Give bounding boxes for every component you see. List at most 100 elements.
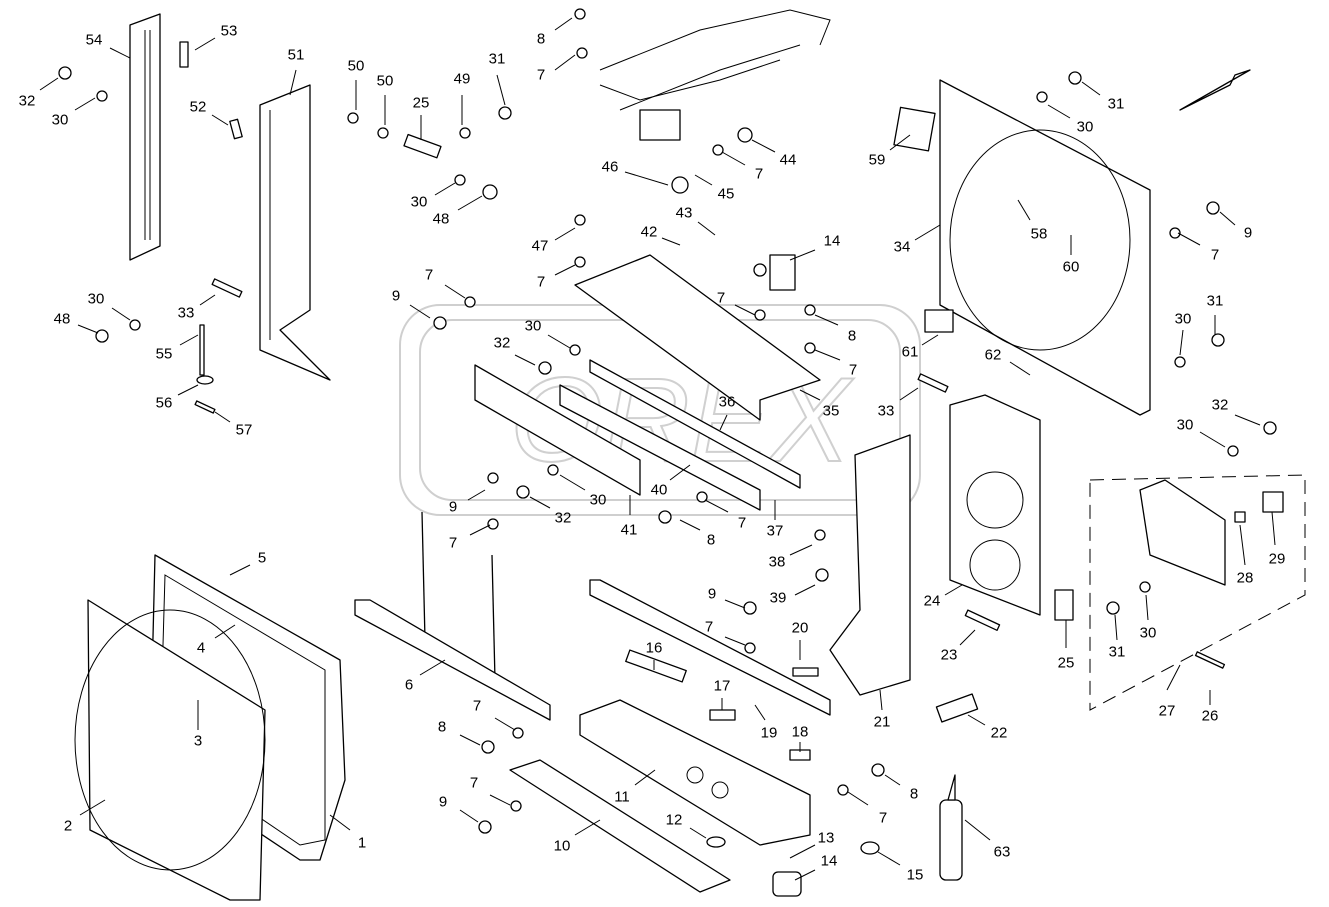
part-label-30: 30 bbox=[1140, 625, 1157, 642]
leader-line bbox=[74, 97, 96, 111]
part-label-22: 22 bbox=[991, 725, 1008, 742]
part-label-12: 12 bbox=[666, 812, 683, 829]
leader-line bbox=[214, 624, 236, 639]
leader-line bbox=[944, 584, 963, 596]
part-label-24: 24 bbox=[924, 593, 941, 610]
leader-line bbox=[1199, 431, 1226, 448]
part-label-32: 32 bbox=[19, 93, 36, 110]
part-label-9: 9 bbox=[708, 586, 716, 603]
leader-line bbox=[459, 734, 481, 746]
part-label-30: 30 bbox=[411, 194, 428, 211]
tray-11 bbox=[579, 699, 811, 846]
dashed-box-27 bbox=[1089, 474, 1306, 711]
part-label-8: 8 bbox=[438, 719, 446, 736]
part-label-7: 7 bbox=[425, 267, 433, 284]
leader-line bbox=[111, 307, 131, 321]
leader-line bbox=[679, 519, 701, 531]
leader-line bbox=[754, 704, 766, 721]
leader-line bbox=[554, 17, 573, 31]
upright-51 bbox=[259, 84, 331, 381]
part-label-2: 2 bbox=[64, 818, 72, 835]
part-label-31: 31 bbox=[1207, 293, 1224, 310]
leader-line bbox=[194, 37, 216, 51]
part-label-7: 7 bbox=[473, 698, 481, 715]
part-label-18: 18 bbox=[792, 724, 809, 741]
part-label-31: 31 bbox=[1109, 644, 1126, 661]
leader-line bbox=[289, 69, 297, 96]
part-label-14: 14 bbox=[824, 233, 841, 250]
leader-line bbox=[1219, 211, 1236, 226]
leader-line bbox=[959, 629, 976, 646]
part-label-34: 34 bbox=[894, 239, 911, 256]
part-label-48: 48 bbox=[54, 311, 71, 328]
part-label-7: 7 bbox=[717, 290, 725, 307]
part-label-41: 41 bbox=[621, 522, 638, 539]
leader-line bbox=[964, 819, 991, 841]
leader-line bbox=[1177, 232, 1201, 246]
part-label-42: 42 bbox=[641, 224, 658, 241]
small-parts bbox=[179, 41, 1284, 897]
leader-line bbox=[444, 284, 466, 299]
part-label-52: 52 bbox=[190, 99, 207, 116]
member-19 bbox=[589, 579, 831, 716]
part-label-40: 40 bbox=[651, 482, 668, 499]
leader-line bbox=[489, 794, 511, 806]
part-label-7: 7 bbox=[470, 775, 478, 792]
support-35 bbox=[574, 254, 821, 421]
part-label-20: 20 bbox=[792, 620, 809, 637]
leader-line bbox=[724, 636, 746, 646]
part-label-43: 43 bbox=[676, 205, 693, 222]
guard-28 bbox=[1139, 479, 1226, 586]
part-label-9: 9 bbox=[449, 499, 457, 516]
leader-line bbox=[109, 47, 131, 59]
leader-line bbox=[1009, 361, 1031, 376]
part-label-19: 19 bbox=[761, 725, 778, 742]
part-label-6: 6 bbox=[405, 677, 413, 694]
member-40 bbox=[559, 384, 761, 511]
leader-line bbox=[554, 54, 576, 71]
part-label-9: 9 bbox=[439, 794, 447, 811]
leader-line bbox=[419, 659, 446, 676]
panel-24 bbox=[949, 394, 1041, 616]
part-label-13: 13 bbox=[818, 830, 835, 847]
part-label-47: 47 bbox=[532, 238, 549, 255]
part-label-61: 61 bbox=[902, 344, 919, 361]
bolts bbox=[58, 8, 1277, 834]
strip-10 bbox=[509, 759, 731, 893]
part-label-7: 7 bbox=[449, 535, 457, 552]
part-label-45: 45 bbox=[718, 186, 735, 203]
leader-line bbox=[574, 819, 601, 836]
leader-line bbox=[624, 171, 669, 186]
part-label-7: 7 bbox=[738, 515, 746, 532]
leader-line bbox=[469, 524, 491, 536]
part-label-21: 21 bbox=[874, 714, 891, 731]
part-label-35: 35 bbox=[823, 403, 840, 420]
part-label-30: 30 bbox=[590, 492, 607, 509]
part-label-37: 37 bbox=[767, 523, 784, 540]
part-label-31: 31 bbox=[489, 51, 506, 68]
leader-line bbox=[721, 151, 746, 166]
part-label-7: 7 bbox=[1211, 247, 1219, 264]
part-label-7: 7 bbox=[755, 166, 763, 183]
part-label-8: 8 bbox=[910, 786, 918, 803]
part-label-9: 9 bbox=[1244, 225, 1252, 242]
leader-line bbox=[634, 769, 656, 786]
part-label-11: 11 bbox=[614, 789, 630, 806]
part-label-54: 54 bbox=[86, 32, 103, 49]
part-label-53: 53 bbox=[221, 23, 238, 40]
part-label-44: 44 bbox=[780, 152, 797, 169]
part-label-9: 9 bbox=[392, 288, 400, 305]
leader-lines bbox=[39, 17, 1276, 881]
leader-line bbox=[794, 584, 816, 596]
part-label-30: 30 bbox=[88, 291, 105, 308]
leader-line bbox=[719, 414, 728, 431]
part-label-39: 39 bbox=[770, 590, 787, 607]
leader-line bbox=[409, 304, 431, 319]
part-label-4: 4 bbox=[197, 640, 205, 657]
part-label-30: 30 bbox=[52, 112, 69, 129]
part-label-17: 17 bbox=[714, 678, 731, 695]
part-label-59: 59 bbox=[869, 152, 886, 169]
part-labels: 1234567777777777777888889999910111213141… bbox=[19, 23, 1286, 884]
part-label-38: 38 bbox=[769, 554, 786, 571]
